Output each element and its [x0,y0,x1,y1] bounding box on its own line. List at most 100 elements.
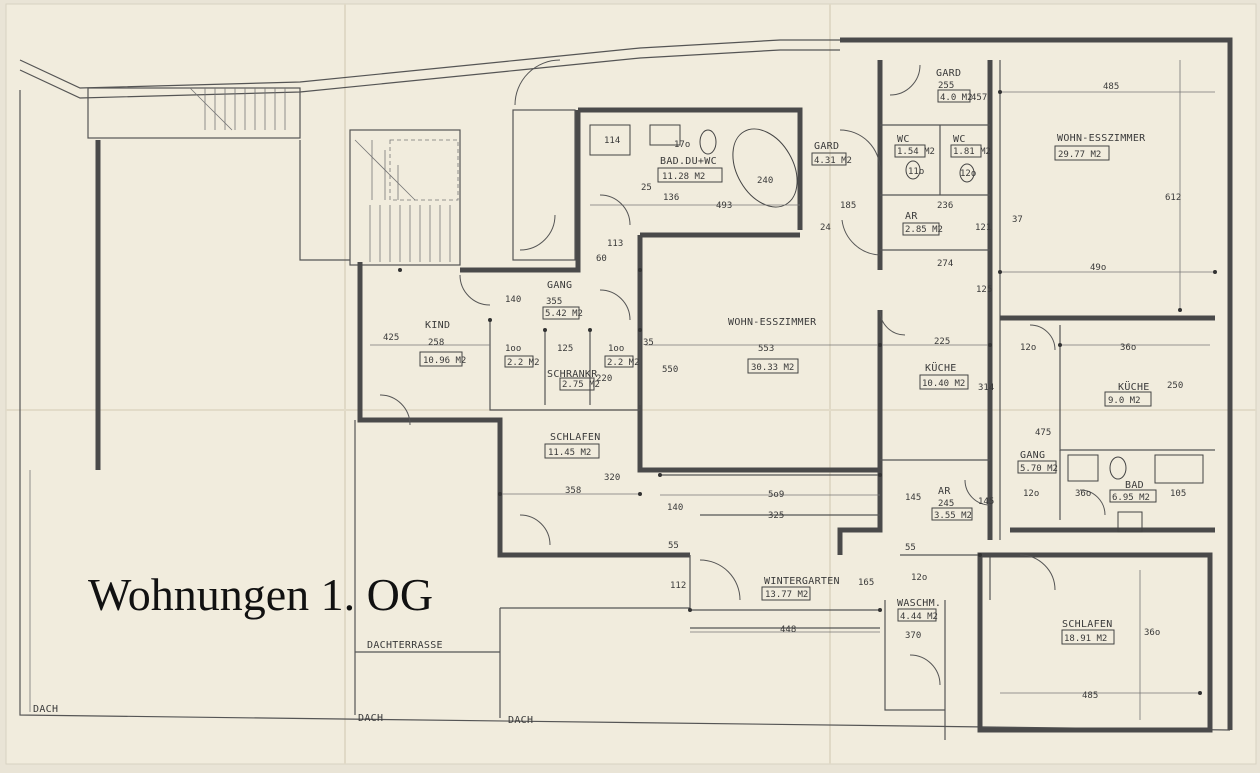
room-area: 2.85 M2 [905,225,943,235]
dimension-label: 36o [1075,489,1091,499]
room-area: 1.54 M2 [897,147,935,157]
dimension-lines [370,60,1215,720]
dimension-label: 55 [668,541,679,551]
room-area: 10.40 M2 [922,379,965,389]
dimension-label: 12o [960,169,976,179]
room-area: 4.31 M2 [814,156,852,166]
dimension-label: 25 [641,183,652,193]
dimension-label: 121 [975,223,991,233]
main-stair [349,129,461,266]
dimension-label: 125 [976,285,992,295]
dimension-label: 112 [670,581,686,591]
plan-title: Wohnungen 1. OG [88,569,434,620]
dimension-label: 255 [938,81,954,91]
roof-label: DACH [508,715,533,726]
room-name: WOHN-ESSZIMMER [1057,133,1146,144]
toilet [699,129,717,155]
dimension-label: 220 [596,374,612,384]
small-area: 2.2 M2 [507,358,540,368]
structure-dots [398,90,1217,695]
outer-wall [840,37,1233,730]
dimension-label: 140 [667,503,683,513]
dimension-label: 49o [1090,263,1106,273]
door-swing [514,59,561,106]
outer-wall [19,39,840,89]
toilet [1109,456,1127,480]
oval-bathtub [732,128,798,208]
dimension-label: 236 [937,201,953,211]
bath-fixture [1067,454,1099,482]
room-name: SCHLAFEN [1062,619,1113,630]
wall [460,110,581,273]
dimension-label: 320 [604,473,620,483]
dimension-label: 136 [663,193,679,203]
wall [489,320,640,411]
room-name: AR [938,486,951,497]
room-name: SCHLAFEN [550,432,601,443]
dimension-label: 17o [674,140,690,150]
sink [649,124,681,146]
dimension-label: 5o9 [768,490,784,500]
site-boundary [19,90,1231,731]
room-area: 9.0 M2 [1108,396,1141,406]
room-name: WOHN-ESSZIMMER [728,317,817,328]
room-name: BAD [1125,480,1144,491]
dimension-label: 448 [780,625,796,635]
dimension-label: 12o [911,573,927,583]
wall [357,262,690,558]
wall [884,600,945,711]
dimension-label: 185 [840,201,856,211]
room-area: 6.95 M2 [1112,493,1150,503]
wall [837,310,883,555]
dimension-label: 12o [1020,343,1036,353]
dimension-label: 55 [905,543,916,553]
room-name: SCHRANKR [547,369,598,380]
toilet [959,163,975,183]
dimension-label: 145 [905,493,921,503]
dimension-label: 140 [505,295,521,305]
toilet [905,160,921,180]
room-name: KÜCHE [925,361,957,374]
dimension-label: 493 [716,201,732,211]
room-area: 4.44 M2 [900,612,938,622]
room-area: 2.75 M2 [562,380,600,390]
dimension-label: 113 [607,239,623,249]
shower [1117,511,1143,533]
dimension-label: 36o [1120,343,1136,353]
dimension-label: 550 [662,365,678,375]
dimension-label: 485 [1103,82,1119,92]
dimension-label: 358 [565,486,581,496]
door-swing [519,214,556,251]
area-boxes [419,89,1157,645]
room-name: AR [905,211,918,222]
dimension-label: 485 [1082,691,1098,701]
wall [299,140,350,261]
room-name: GARD [936,68,961,79]
main-stair-steps [354,139,451,262]
dimension-label: 60 [596,254,607,264]
wall [578,107,803,230]
dimension-label: 355 [546,297,562,307]
room-area: 5.70 M2 [1020,464,1058,474]
bathtub [589,124,631,156]
dimension-label: 274 [937,259,953,269]
dimension-label: 314 [978,383,994,393]
room-name: WINTERGARTEN [764,576,840,587]
dimension-label: 37 [1012,215,1023,225]
room-area: 10.96 M2 [423,356,466,366]
dimension-label: 457 [971,93,987,103]
room-area: 18.91 M2 [1064,634,1107,644]
room-area: 11.28 M2 [662,172,705,182]
room-area: 11.45 M2 [548,448,591,458]
room-area: 3.55 M2 [934,511,972,521]
dimension-label: 105 [1170,489,1186,499]
dimension-label: 114 [604,136,620,146]
dimension-label: 125 [557,344,573,354]
terrace-label: DACHTERRASSE [367,640,443,651]
dimension-label: 35 [643,338,654,348]
dimension-label: 612 [1165,193,1181,203]
roof-label: DACH [33,704,58,715]
dimension-label: 553 [758,344,774,354]
